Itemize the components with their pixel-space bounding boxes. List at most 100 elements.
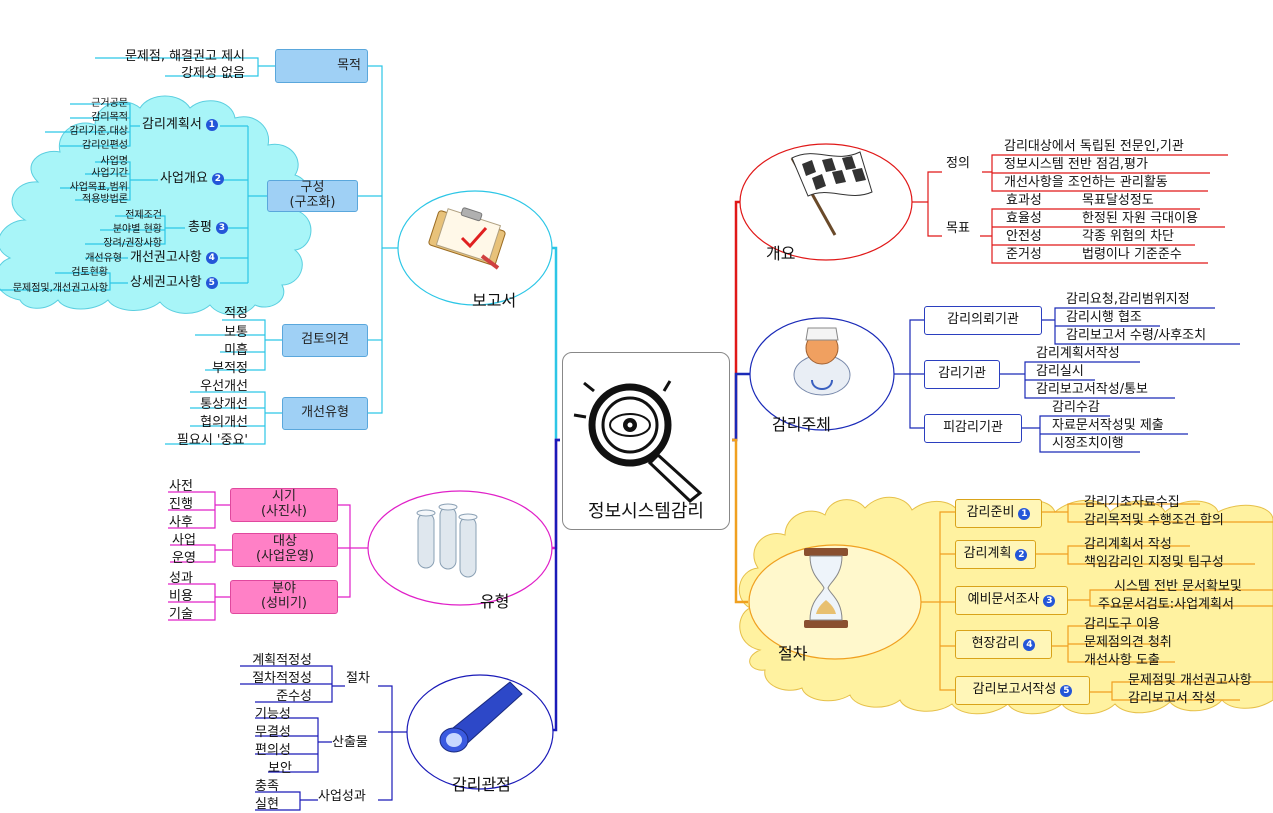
structure-subitem: 장려/권장사항 bbox=[103, 238, 162, 249]
requester-item: 감리보고서 수령/사후조치 bbox=[1066, 328, 1207, 343]
badge-icon: 5 bbox=[205, 277, 218, 289]
test-tubes-icon bbox=[416, 503, 478, 578]
step-item: 개선사항 도출 bbox=[1084, 653, 1160, 668]
structure-subitem: 감리기준,대상 bbox=[69, 126, 128, 137]
subject-auditor-label: 감리기관 bbox=[938, 366, 986, 382]
report-structure-label: 구성 (구조화) bbox=[289, 180, 336, 210]
badge-icon: 3 bbox=[1043, 594, 1056, 607]
overview-circle[interactable] bbox=[739, 143, 913, 261]
goal-key: 안전성 bbox=[1006, 229, 1042, 244]
result-item: 실현 bbox=[255, 797, 279, 812]
badge-icon: 2 bbox=[1015, 548, 1028, 561]
trunk-report bbox=[552, 246, 560, 442]
report-review-box[interactable]: 검토의견 bbox=[282, 324, 368, 357]
report-caption: 보고서 bbox=[472, 291, 517, 310]
purpose-item: 문제점, 해결권고 제시 bbox=[124, 49, 245, 64]
requester-item: 감리시행 협조 bbox=[1066, 310, 1142, 325]
type-timing-label: 시기 (사진사) bbox=[260, 489, 308, 519]
report-improve-label: 개선유형 bbox=[301, 405, 349, 421]
subject-caption: 감리주체 bbox=[772, 415, 831, 434]
field-item: 비용 bbox=[169, 589, 193, 604]
timing-item: 진행 bbox=[169, 497, 193, 512]
checkered-flag-icon bbox=[790, 151, 873, 236]
badge-icon: 4 bbox=[1023, 638, 1036, 651]
type-field-box[interactable]: 분야 (성비기) bbox=[230, 580, 338, 614]
flashlight-icon bbox=[439, 681, 523, 753]
report-purpose-box[interactable]: 목적 bbox=[275, 49, 368, 83]
overview-goal-label[interactable]: 목표 bbox=[946, 221, 970, 236]
type-target-box[interactable]: 대상 (사업운영) bbox=[232, 533, 338, 567]
type-timing-box[interactable]: 시기 (사진사) bbox=[230, 488, 338, 522]
output-item: 보안 bbox=[268, 761, 292, 776]
step-item: 감리기초자료수집 bbox=[1084, 495, 1180, 510]
output-item: 기능성 bbox=[255, 707, 291, 722]
step-item: 문제점및 개선권고사항 bbox=[1128, 673, 1252, 688]
trunk-procedure bbox=[732, 438, 748, 604]
structure-subitem: 감리인편성 bbox=[82, 140, 128, 151]
definition-item: 정보시스템 전반 점검,평가 bbox=[1004, 157, 1148, 172]
review-item: 적정 bbox=[224, 306, 248, 321]
goal-value: 목표달성정도 bbox=[1082, 193, 1154, 208]
structure-subitem: 개선유형 bbox=[85, 253, 122, 264]
overview-wires bbox=[912, 154, 1228, 264]
review-item: 미흡 bbox=[224, 343, 248, 358]
central-topic[interactable]: 정보시스템감리 bbox=[562, 352, 730, 530]
step-item: 감리보고서 작성 bbox=[1128, 691, 1216, 706]
subject-auditor-box[interactable]: 감리기관 bbox=[924, 360, 1000, 389]
procedure-wires bbox=[920, 503, 1273, 701]
target-item: 운영 bbox=[172, 551, 196, 566]
perspective-wires bbox=[240, 665, 408, 811]
structure-subitem: 감리목적 bbox=[91, 112, 128, 123]
type-field-label: 분야 (성비기) bbox=[260, 581, 308, 611]
report-improve-box[interactable]: 개선유형 bbox=[282, 397, 368, 430]
report-structure-box[interactable]: 구성 (구조화) bbox=[267, 180, 358, 212]
process-item: 계획적정성 bbox=[252, 653, 312, 668]
auditee-item: 자료문서작성및 제출 bbox=[1052, 418, 1164, 433]
report-wires bbox=[0, 57, 398, 445]
type-caption: 유형 bbox=[480, 592, 510, 611]
structure-subitem: 전제조건 bbox=[125, 210, 162, 221]
goal-key: 효율성 bbox=[1006, 211, 1042, 226]
subject-auditee-box[interactable]: 피감리기관 bbox=[924, 414, 1022, 443]
subject-requester-box[interactable]: 감리의뢰기관 bbox=[924, 306, 1042, 335]
badge-icon: 5 bbox=[1060, 684, 1073, 697]
auditor-item: 감리계획서작성 bbox=[1036, 346, 1120, 361]
procedure-caption: 절차 bbox=[778, 644, 808, 663]
goal-value: 한정된 자원 극대이용 bbox=[1082, 211, 1198, 226]
structure-subitem: 사업명 bbox=[100, 156, 128, 167]
perspective-output-label[interactable]: 산출물 bbox=[332, 735, 368, 750]
requester-item: 감리요청,감리범위지정 bbox=[1066, 292, 1190, 307]
step-item: 감리목적및 수행조건 합의 bbox=[1084, 513, 1224, 528]
result-item: 충족 bbox=[255, 779, 279, 794]
badge-icon: 4 bbox=[205, 252, 218, 264]
structure-subitem: 사업목표,범위 bbox=[69, 182, 128, 193]
improve-item: 우선개선 bbox=[200, 379, 248, 394]
structure-subitem: 근거공문 bbox=[91, 98, 128, 109]
auditor-item: 감리실시 bbox=[1036, 364, 1084, 379]
process-item: 절차적정성 bbox=[252, 671, 312, 686]
structure-cloud bbox=[0, 95, 312, 316]
perspective-process-label[interactable]: 절차 bbox=[346, 671, 370, 686]
goal-value: 법령이나 기준준수 bbox=[1082, 247, 1182, 262]
review-item: 보통 bbox=[224, 325, 248, 340]
structure-subitem: 문제점및,개선권고사항 bbox=[12, 283, 108, 294]
overview-definition-label[interactable]: 정의 bbox=[946, 156, 970, 171]
perspective-result-label[interactable]: 사업성과 bbox=[318, 789, 366, 804]
target-item: 사업 bbox=[172, 533, 196, 548]
badge-icon: 2 bbox=[211, 173, 224, 185]
improve-item: 통상개선 bbox=[200, 397, 248, 412]
subject-auditee-label: 피감리기관 bbox=[943, 420, 1003, 436]
review-item: 부적정 bbox=[212, 361, 248, 376]
process-item: 준수성 bbox=[276, 689, 312, 704]
